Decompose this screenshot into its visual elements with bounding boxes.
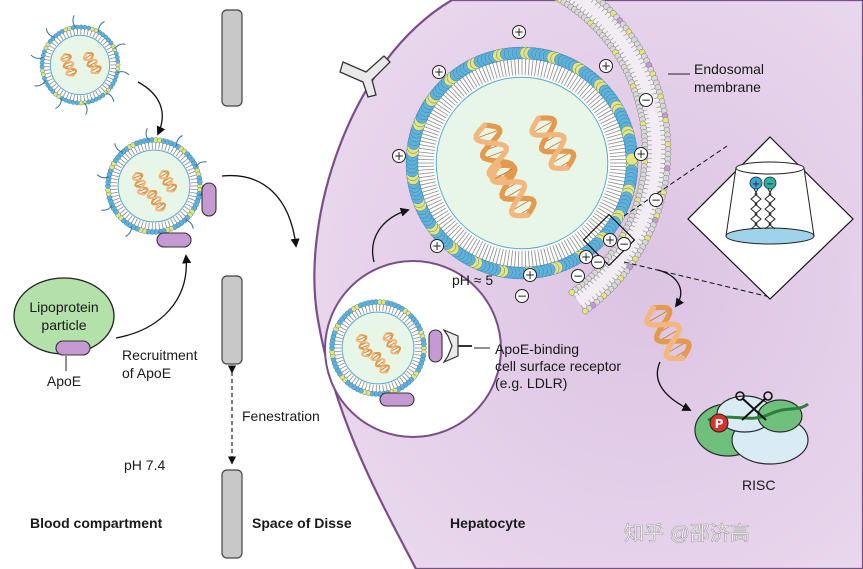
- positive-charge-icon: [432, 65, 446, 79]
- arrow-to-disse: [221, 174, 300, 248]
- negative-charge-symbol: −: [651, 193, 661, 207]
- positive-charge-symbol: +: [601, 59, 611, 73]
- positive-charge-icon: [430, 239, 444, 253]
- apoe-in-vesicle: [379, 392, 415, 407]
- receptor-label-line1: ApoE-binding: [495, 341, 579, 357]
- negative-charge-icon: [649, 193, 663, 207]
- positive-charge-icon: [603, 233, 617, 247]
- fenestration-label: Fenestration: [242, 408, 320, 424]
- negative-charge-symbol: −: [641, 93, 651, 107]
- apoe-on-lipoprotein: [55, 340, 91, 356]
- blood-compartment-label: Blood compartment: [30, 515, 163, 531]
- nanoparticle-initial: [30, 15, 130, 115]
- apoe-protein-free: [156, 232, 192, 248]
- watermark: 知乎 @邵济高: [624, 522, 750, 545]
- positive-charge-icon: [523, 268, 537, 282]
- negative-charge-icon: [639, 93, 653, 107]
- positive-charge-symbol: +: [432, 239, 442, 253]
- positive-charge-icon: [392, 149, 406, 163]
- vessel-wall-middle: [221, 275, 243, 365]
- receptor-label-line2: cell surface receptor: [495, 358, 621, 374]
- endosomal-nanoparticle: [405, 46, 639, 280]
- arrow-particle-to-apoe: [137, 81, 166, 136]
- positive-charge-symbol: +: [636, 147, 646, 161]
- phosphate-icon: [709, 413, 729, 433]
- receptor-y-icon: [339, 55, 391, 98]
- negative-charge-symbol: −: [517, 289, 527, 303]
- arrow-recruitment: [115, 254, 192, 339]
- lipoprotein-label-line2: particle: [41, 317, 86, 333]
- nanoparticle-with-apoe: [96, 128, 212, 244]
- negative-charge-symbol: −: [619, 237, 629, 251]
- positive-charge-symbol: +: [605, 233, 615, 247]
- positive-charge-icon: [579, 250, 593, 264]
- arrow-endocytosis: [372, 207, 410, 263]
- space-of-disse-label: Space of Disse: [252, 515, 352, 531]
- zoom-box-small: [582, 213, 636, 267]
- zoom-line-top: [623, 145, 728, 217]
- receptor-label-line3: (e.g. LDLR): [495, 375, 567, 391]
- negative-charge-icon: [571, 269, 585, 283]
- positive-charge-symbol: +: [525, 268, 535, 282]
- negative-charge-symbol: −: [573, 269, 583, 283]
- positive-charge-symbol: +: [514, 25, 524, 39]
- positive-charge-icon: [599, 59, 613, 73]
- positive-charge-symbol: +: [434, 65, 444, 79]
- zoom-line-bottom: [623, 261, 771, 298]
- ph-endosome-label: pH ≈ 5: [452, 272, 493, 288]
- hepatocyte-label: Hepatocyte: [450, 515, 526, 531]
- negative-charge-icon: [617, 237, 631, 251]
- recruitment-label-line2: of ApoE: [122, 365, 171, 381]
- lipoprotein-label-line1: Lipoprotein: [29, 299, 98, 315]
- positive-charge-icon: [634, 147, 648, 161]
- endosomal-membrane: [553, 0, 672, 315]
- negative-charge-symbol: −: [593, 255, 603, 269]
- apoe-protein-bound: [201, 182, 217, 217]
- endosomal-label-line2: membrane: [694, 79, 761, 95]
- negative-charge-icon: [515, 289, 529, 303]
- phosphate-symbol: P: [715, 417, 724, 431]
- vessel-wall-top: [221, 9, 243, 107]
- arrow-to-risc: [656, 361, 692, 411]
- apoe-label: ApoE: [47, 373, 81, 389]
- recruitment-label-line1: Recruitment: [122, 347, 198, 363]
- cone-plus-symbol: +: [752, 179, 760, 190]
- positive-charge-symbol: +: [581, 250, 591, 264]
- nanoparticle-at-receptor: [329, 299, 427, 397]
- negative-charge-icon: [591, 255, 605, 269]
- risc-label: RISC: [742, 477, 775, 493]
- positive-charge-icon: [512, 25, 526, 39]
- risc-complex: P: [694, 391, 809, 465]
- positive-charge-symbol: +: [394, 149, 404, 163]
- scissors-icon: [735, 391, 773, 421]
- endosomal-label-line1: Endosomal: [694, 61, 764, 77]
- ldlr-receptor-icon: [442, 328, 459, 364]
- cone-minus-symbol: −: [766, 179, 774, 190]
- apoe-at-receptor: [428, 329, 443, 363]
- ionizable-lipid-zoom: +−: [725, 161, 815, 245]
- ph-blood-label: pH 7.4: [124, 457, 165, 473]
- released-sirna: [644, 304, 692, 362]
- charge-symbols: +++++++++−−−−−−: [392, 25, 663, 303]
- vessel-wall-bottom: [221, 469, 243, 559]
